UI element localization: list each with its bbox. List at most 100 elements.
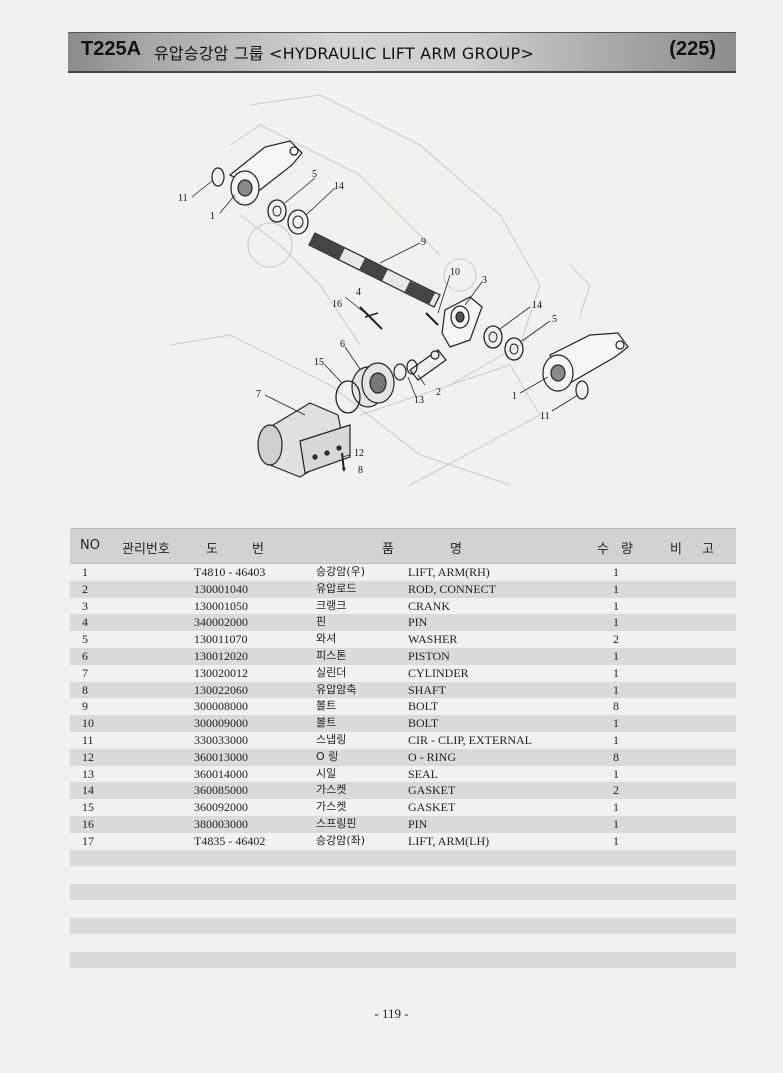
callout-11-right: 11 xyxy=(540,411,550,422)
item-number: 9 xyxy=(82,699,88,714)
korean-name: 승강암(우) xyxy=(316,565,366,578)
quantity: 1 xyxy=(613,766,619,781)
header-do: 도 xyxy=(206,542,218,557)
quantity: 1 xyxy=(613,816,619,831)
korean-name: 피스톤 xyxy=(316,648,347,662)
part-number: 130012020 xyxy=(194,648,248,663)
part-number: 380003000 xyxy=(194,816,248,831)
callout-5-right: 5 xyxy=(552,314,557,325)
item-number: 2 xyxy=(82,581,88,596)
crank xyxy=(441,296,483,348)
part-number: T4810 - 46403 xyxy=(194,565,266,579)
quantity: 1 xyxy=(613,648,619,663)
korean-name: 가스켓 xyxy=(316,783,347,797)
quantity: 1 xyxy=(613,581,619,596)
quantity: 1 xyxy=(613,716,619,731)
quantity: 1 xyxy=(613,598,619,613)
korean-name: 스냅링 xyxy=(316,732,347,746)
english-name: LIFT, ARM(RH) xyxy=(408,565,490,579)
part-number: 130020012 xyxy=(194,665,248,680)
callout-6: 6 xyxy=(340,339,345,350)
empty-row-band xyxy=(70,952,736,968)
table-body: 1 T4810 - 46403 승강암(우) LIFT, ARM(RH) 1 2 13000… xyxy=(70,564,736,850)
item-number: 6 xyxy=(82,648,88,663)
korean-name: 유압암축 xyxy=(316,682,357,696)
callout-15: 15 xyxy=(314,357,324,368)
korean-name: 볼트 xyxy=(316,716,337,730)
header-no: NO xyxy=(80,538,100,553)
page-number: - 119 - xyxy=(374,1006,409,1021)
header-su: 수 xyxy=(597,542,609,557)
part-number: 330033000 xyxy=(194,732,248,747)
callout-12: 12 xyxy=(354,448,364,459)
callout-8: 9 xyxy=(421,237,426,248)
item-number: 8 xyxy=(82,682,88,697)
lift-arm-lh xyxy=(542,332,629,392)
part-number: 130001050 xyxy=(194,598,248,613)
quantity: 8 xyxy=(613,699,619,714)
callout-14-right: 14 xyxy=(532,300,542,311)
callout-9: 8 xyxy=(358,465,363,476)
housing-outline xyxy=(169,94,591,486)
english-name: BOLT xyxy=(408,716,439,731)
item-number: 1 xyxy=(82,565,88,579)
callout-5-top: 5 xyxy=(312,169,317,180)
callout-14-top: 14 xyxy=(334,181,344,192)
quantity: 1 xyxy=(613,732,619,747)
shaft xyxy=(308,232,441,308)
callout-7: 7 xyxy=(256,389,261,400)
quantity: 1 xyxy=(613,800,619,815)
callout-13: 13 xyxy=(414,395,424,406)
quantity: 1 xyxy=(613,682,619,697)
empty-row-band xyxy=(70,850,736,866)
callout-16: 16 xyxy=(332,299,342,310)
korean-name: 실린더 xyxy=(316,665,347,679)
english-name: WASHER xyxy=(408,632,458,647)
part-number: 130022060 xyxy=(194,682,248,697)
quantity: 1 xyxy=(613,615,619,630)
item-number: 17 xyxy=(82,833,94,848)
header-mgmt-number: 관리번호 xyxy=(122,542,170,557)
korean-name: 스프링핀 xyxy=(316,816,357,830)
part-number: 360092000 xyxy=(194,800,248,815)
korean-name: 유압로드 xyxy=(316,581,357,595)
empty-row-band xyxy=(70,884,736,900)
page-reference: (225) xyxy=(669,38,716,60)
page-header: T225A 유압승강암 그룹 <HYDRAULIC LIFT ARM GROUP… xyxy=(68,32,736,73)
item-number: 11 xyxy=(82,732,94,747)
quantity: 1 xyxy=(613,665,619,680)
english-name: PIN xyxy=(408,615,428,630)
header-myeong: 명 xyxy=(450,542,462,557)
korean-name: 핀 xyxy=(316,615,327,629)
item-number: 7 xyxy=(82,665,88,680)
header-pum: 품 xyxy=(382,542,394,557)
english-name: CRANK xyxy=(408,598,451,613)
piston xyxy=(351,362,395,408)
header-go: 고 xyxy=(702,542,714,557)
callout-1-right: 1 xyxy=(512,391,517,402)
table-header: NO 관리번호 도 번 품 명 수 량 비 고 xyxy=(70,528,736,564)
part-number: 340002000 xyxy=(194,615,248,630)
korean-name: 와셔 xyxy=(316,632,337,646)
lift-arm-rh xyxy=(228,140,303,206)
item-number: 10 xyxy=(82,716,94,731)
cylinder xyxy=(257,402,351,478)
english-name: O - RING xyxy=(408,749,456,764)
english-name: GASKET xyxy=(408,800,456,815)
connecting-rod xyxy=(409,349,447,381)
english-name: SHAFT xyxy=(408,682,447,697)
item-number: 16 xyxy=(82,816,94,831)
diagram-svg: 11 1 5 14 9 10 3 4 16 14 5 6 15 7 2 13 1… xyxy=(169,94,629,486)
part-number: 360085000 xyxy=(194,783,248,798)
quantity: 1 xyxy=(613,833,619,848)
header-beon: 번 xyxy=(252,542,264,557)
